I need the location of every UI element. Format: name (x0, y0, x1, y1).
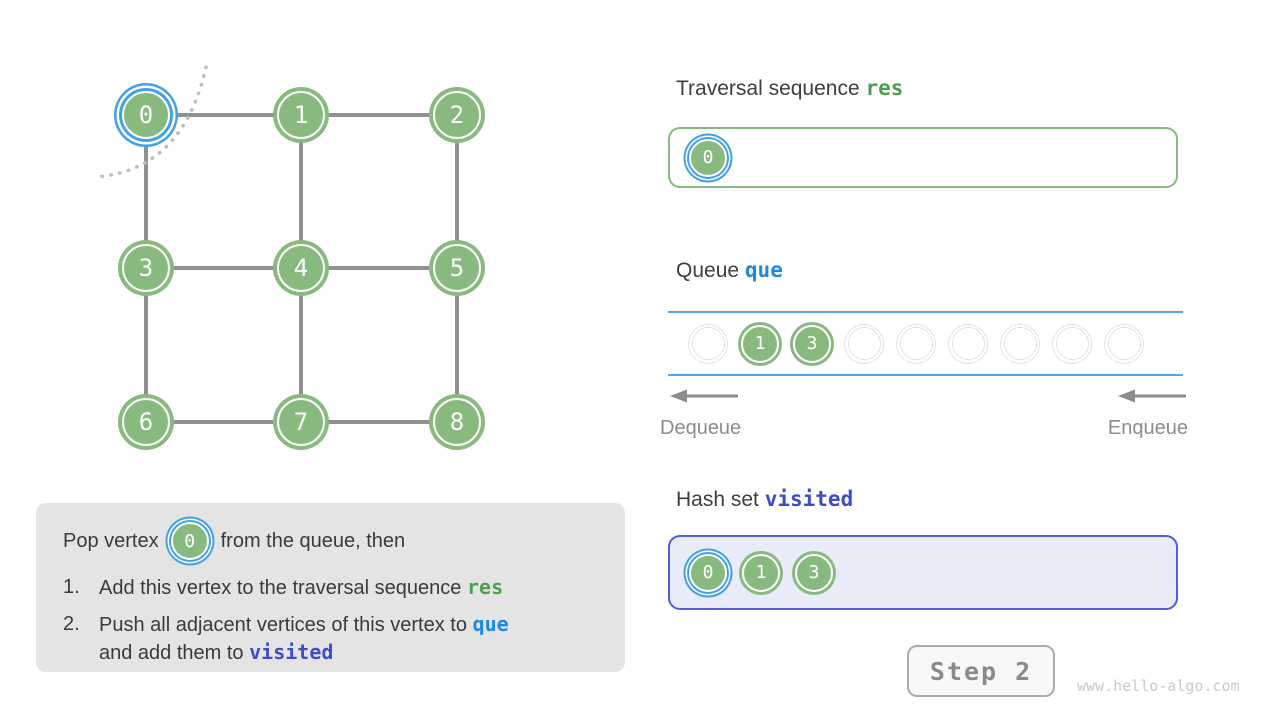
empty-slot-icon (948, 323, 988, 364)
graph-vertex-8: 8 (433, 398, 481, 446)
visited-container: 0 1 3 (668, 535, 1178, 610)
graph-vertex-2: 2 (433, 91, 481, 139)
explanation-intro: Pop vertex 0 from the queue, then (63, 517, 601, 565)
graph-vertex-0: 0 (122, 91, 170, 139)
empty-slot-icon (1104, 323, 1144, 364)
visited-item-2: 3 (795, 553, 833, 592)
empty-slot-icon (896, 323, 936, 364)
vertex-label: 1 (755, 562, 767, 583)
graph-vertex-3: 3 (122, 244, 170, 292)
empty-slot-icon (688, 323, 728, 364)
visited-item-1: 1 (742, 553, 780, 592)
queue-var-name: que (744, 258, 783, 282)
vertex-label: 1 (293, 101, 309, 129)
dequeue-arrow-icon (670, 389, 738, 403)
step-1-text: Add this vertex to the traversal sequenc… (99, 574, 503, 602)
vertex-label: 4 (293, 254, 309, 282)
empty-slot-icon (1000, 323, 1040, 364)
queue-slot-8 (1102, 322, 1146, 366)
vertex-label: 0 (702, 562, 714, 583)
res-section-title: Traversal sequence res (676, 76, 903, 101)
empty-slot-icon (1052, 323, 1092, 364)
visited-section-title: Hash set visited (676, 487, 853, 512)
queue-title-text: Queue (676, 259, 740, 282)
visited-var-ref: visited (249, 640, 334, 664)
queue-slot-2: 3 (790, 322, 834, 366)
visited-var-name: visited (764, 487, 854, 511)
graph-vertex-1: 1 (277, 91, 325, 139)
step-1-body: Add this vertex to the traversal sequenc… (99, 577, 462, 599)
vertex-label: 0 (138, 101, 154, 129)
res-container: 0 (668, 127, 1178, 188)
graph-vertex-7: 7 (277, 398, 325, 446)
vertex-label: 6 (138, 408, 154, 436)
step-2-text: Push all adjacent vertices of this verte… (99, 611, 509, 667)
intro-text-before: Pop vertex (63, 529, 159, 552)
res-item-0: 0 (689, 138, 727, 177)
step-2-body-2: and add them to (99, 642, 244, 664)
list-number: 2. (63, 613, 80, 635)
queue-slot-4 (894, 322, 938, 366)
empty-slot-icon (844, 323, 884, 364)
vertex-label: 2 (449, 101, 465, 129)
vertex-label: 5 (449, 254, 465, 282)
res-title-text: Traversal sequence (676, 77, 860, 100)
queue-item: 1 (741, 324, 779, 363)
res-var-ref: res (466, 575, 504, 599)
graph-vertex-6: 6 (122, 398, 170, 446)
vertex-label: 0 (702, 147, 714, 168)
queue-slot-7 (1050, 322, 1094, 366)
queue-slot-6 (998, 322, 1042, 366)
vertex-label: 0 (184, 530, 196, 552)
dotted-arc (94, 65, 208, 179)
graph-vertex-4: 4 (277, 244, 325, 292)
explanation-step-2: 2. Push all adjacent vertices of this ve… (63, 611, 601, 667)
step-button[interactable]: Step 2 (907, 645, 1055, 697)
step-2-body: Push all adjacent vertices of this verte… (99, 614, 467, 636)
vertex-label: 3 (806, 333, 818, 354)
enqueue-label: Enqueue (1107, 417, 1188, 439)
queue-item: 3 (793, 324, 831, 363)
vertex-label: 7 (293, 408, 309, 436)
queue-container: 1 3 (668, 311, 1183, 376)
vertex-label: 8 (449, 408, 465, 436)
queue-slot-3 (842, 322, 886, 366)
queue-slot-0 (686, 322, 730, 366)
visited-item-0: 0 (689, 553, 727, 592)
vertex-label: 3 (808, 562, 820, 583)
watermark: www.hello-algo.com (1077, 677, 1240, 695)
dequeue-label: Dequeue (660, 417, 742, 439)
graph-vertex-5: 5 (433, 244, 481, 292)
queue-slot-1: 1 (738, 322, 782, 366)
queue-section-title: Queue que (676, 258, 783, 283)
vertex-label: 1 (754, 333, 766, 354)
intro-text-after: from the queue, then (220, 529, 406, 552)
visited-title-text: Hash set (676, 488, 759, 511)
graph-edges (94, 65, 459, 424)
que-var-ref: que (472, 612, 509, 636)
explanation-step-1: 1. Add this vertex to the traversal sequ… (63, 574, 601, 602)
queue-slot-5 (946, 322, 990, 366)
enqueue-arrow-icon (1118, 389, 1186, 403)
popped-vertex-badge: 0 (170, 522, 209, 560)
list-number: 1. (63, 576, 80, 598)
explanation-box: Pop vertex 0 from the queue, then 1. Add… (36, 503, 625, 672)
vertex-label: 3 (138, 254, 154, 282)
res-var-name: res (865, 76, 904, 100)
